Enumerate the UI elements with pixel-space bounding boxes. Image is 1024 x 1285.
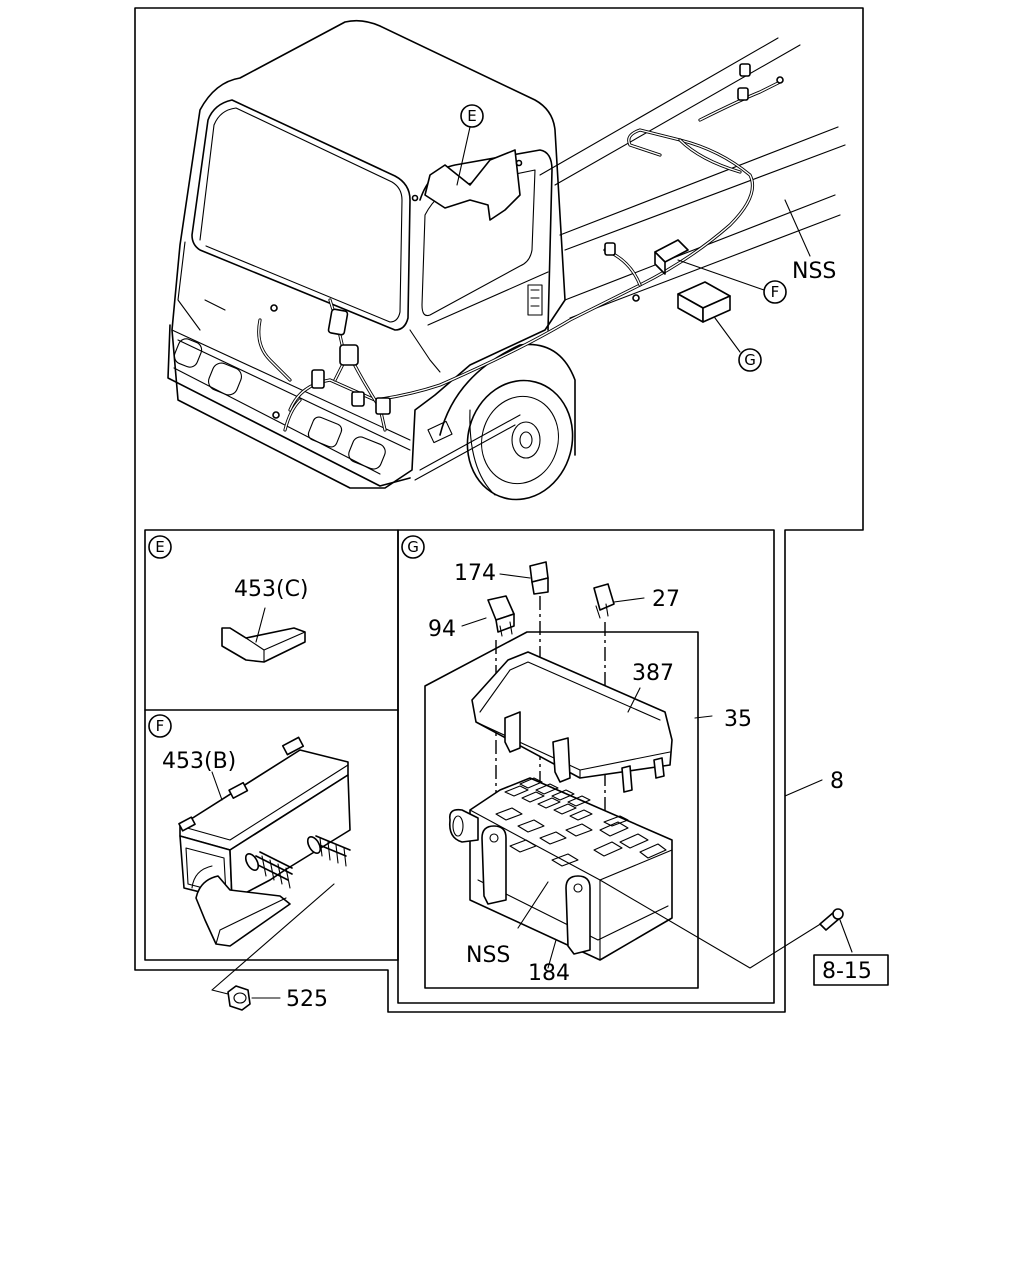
panel-f: F 453(B) (148, 714, 351, 947)
svg-text:E: E (467, 107, 476, 125)
leader-8 (784, 779, 823, 797)
bolt-8-15 (819, 908, 853, 953)
truck-cab (167, 19, 566, 489)
panel-e: E 453(C) (148, 535, 309, 663)
frames (134, 7, 864, 1013)
label-8-15: 8-15 (822, 959, 872, 984)
label-8: 8 (830, 769, 844, 794)
label-387: 387 (632, 661, 674, 686)
part-453c-shape (221, 607, 306, 663)
label-27: 27 (652, 587, 680, 612)
label-nss-top: NSS (792, 259, 836, 284)
main-frame-outline (134, 7, 864, 1013)
label-525: 525 (286, 987, 328, 1012)
truck-illustration (167, 19, 846, 501)
label-174: 174 (454, 561, 496, 586)
svg-text:F: F (771, 283, 780, 301)
fuse-box-body-184 (448, 777, 673, 969)
truck-leaders (456, 126, 811, 353)
svg-text:E: E (155, 538, 164, 556)
part-174-fuse (499, 561, 549, 595)
callout-g-panel: G (401, 535, 425, 559)
svg-text:F: F (156, 717, 165, 735)
callout-f-panel: F (148, 714, 172, 738)
leader-8-15 (599, 879, 831, 969)
callout-g-top: G (738, 348, 762, 372)
front-wheel (439, 343, 576, 501)
panel-g-frame (397, 529, 775, 1004)
label-453c: 453(C) (234, 577, 309, 602)
part-94-relay (461, 595, 515, 637)
fuse-box-inner-frame (424, 631, 699, 989)
label-nss-fuse: NSS (466, 943, 510, 968)
part-525-nut (211, 883, 335, 1011)
fuse-box-cover-387 (471, 651, 713, 793)
label-35: 35 (724, 707, 752, 732)
part-453b-bracket (178, 736, 351, 947)
part-27-fuse (593, 583, 645, 619)
chassis-rails (414, 37, 846, 481)
callout-e-panel: E (148, 535, 172, 559)
callout-f-top: F (763, 280, 787, 304)
wiring-harness (257, 63, 784, 432)
svg-text:G: G (407, 538, 419, 556)
panel-g: G 174 27 94 387 35 NSS 184 (401, 535, 853, 989)
label-453b: 453(B) (162, 749, 236, 774)
ref-box-8-15: 8-15 (813, 954, 889, 986)
svg-text:G: G (744, 351, 756, 369)
callout-e-top: E (460, 104, 484, 128)
label-94: 94 (428, 617, 456, 642)
